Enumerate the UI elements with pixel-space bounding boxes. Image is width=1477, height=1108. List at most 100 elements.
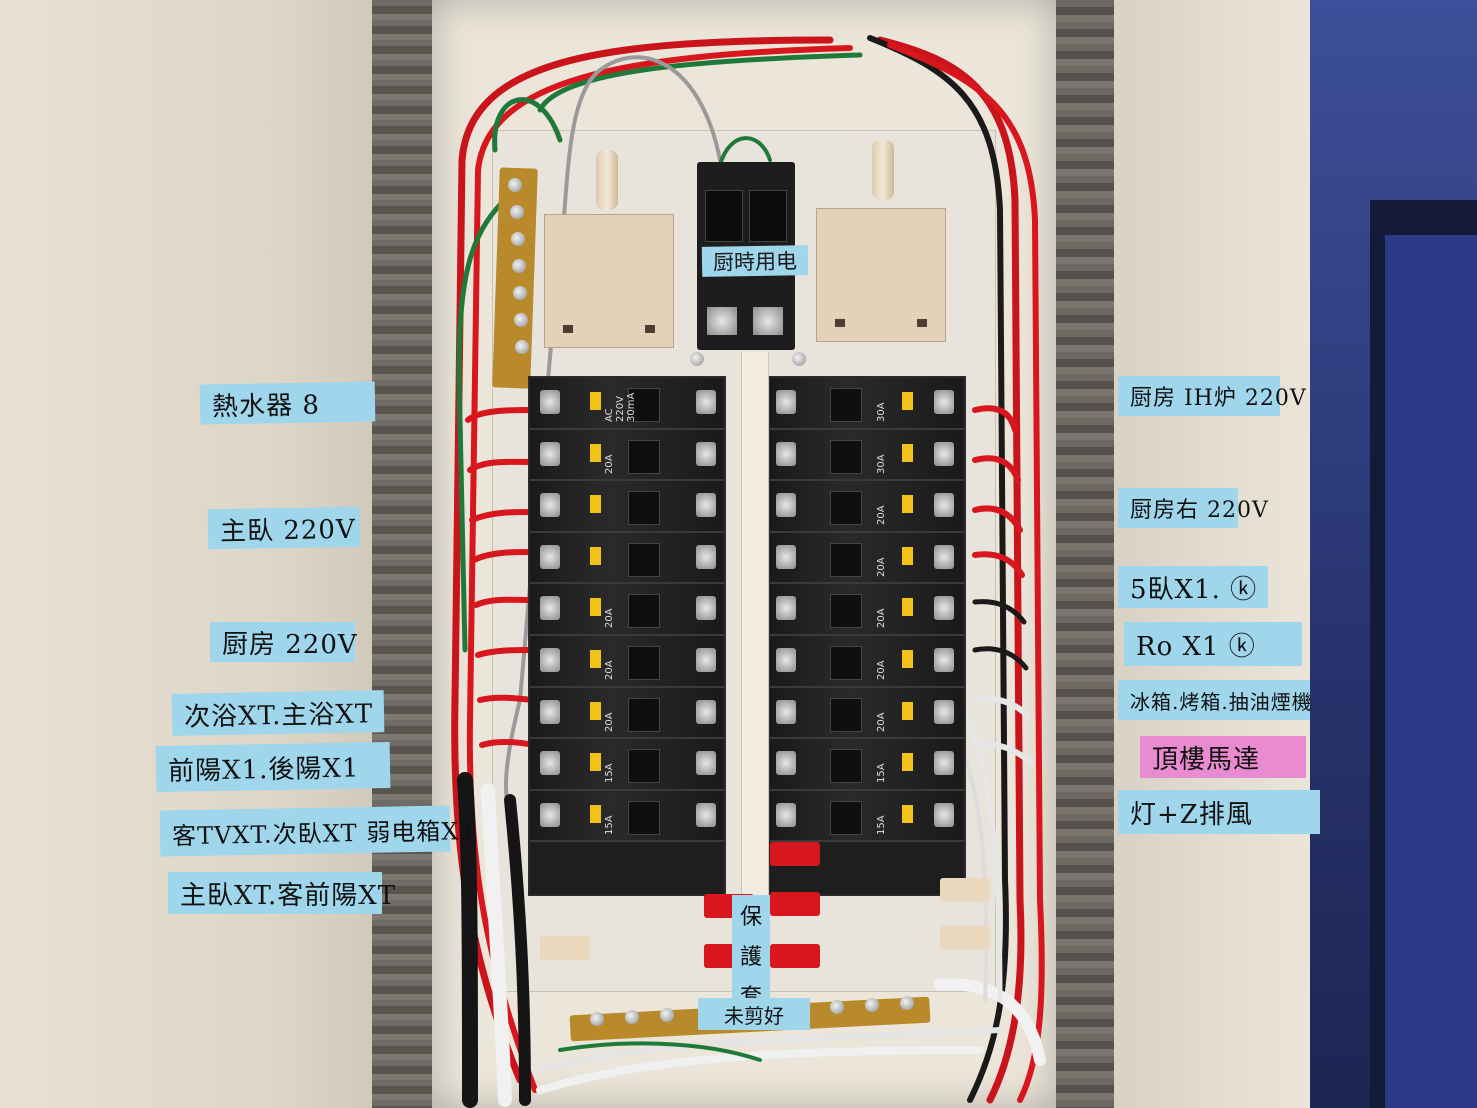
breaker-rating: AC 220V 30mA — [604, 392, 637, 422]
breaker-rating: 15A — [604, 815, 615, 835]
trip-indicator — [590, 598, 601, 617]
trip-indicator — [590, 753, 601, 772]
protective-sleeve-tape: 保 護 套 — [732, 895, 770, 1015]
circuit-breaker[interactable]: AC 220V 30mA — [530, 378, 724, 430]
breaker-rating — [604, 487, 618, 525]
busbar-screw — [513, 286, 527, 300]
terminal-post-right — [872, 140, 894, 200]
label-tape-right: Ro X1 ⓚ — [1124, 622, 1302, 666]
busbar-screw — [660, 1008, 674, 1022]
breaker-rating: 20A — [604, 660, 615, 680]
wire-terminal — [540, 751, 560, 776]
breaker-toggle[interactable] — [830, 388, 862, 422]
trip-indicator — [590, 443, 601, 462]
busbar-screw — [510, 205, 524, 219]
wire-terminal — [776, 648, 796, 672]
circuit-breaker[interactable]: 20A — [770, 481, 964, 533]
breaker-rating: 30A — [876, 402, 887, 422]
circuit-breaker[interactable]: 30A — [770, 378, 964, 430]
label-tape-left: 厨房 220V — [210, 622, 357, 662]
circuit-breaker[interactable]: 20A — [770, 687, 964, 740]
trip-indicator — [590, 495, 601, 514]
circuit-breaker[interactable] — [530, 481, 724, 533]
circuit-breaker[interactable]: 15A — [770, 739, 964, 791]
breaker-toggle[interactable] — [628, 749, 660, 784]
breaker-toggle[interactable] — [830, 697, 862, 732]
busbar-screw — [515, 340, 529, 354]
circuit-breaker[interactable]: 30A — [770, 429, 964, 482]
left-concrete-gap — [372, 0, 434, 1108]
trip-indicator — [902, 598, 913, 617]
wire-terminal — [696, 493, 716, 518]
circuit-breaker[interactable]: 20A — [770, 636, 964, 688]
label-tape-left: 前陽X1.後陽X1 — [155, 741, 391, 793]
knockout-slot — [940, 926, 990, 950]
breaker-rating: 15A — [604, 763, 615, 784]
breaker-toggle[interactable] — [628, 388, 660, 422]
label-tape-right: 5臥X1. ⓚ — [1118, 566, 1268, 608]
knockout-slot-red — [770, 944, 820, 968]
wire-terminal — [934, 802, 954, 827]
breaker-toggle[interactable] — [830, 749, 862, 784]
breaker-toggle[interactable] — [628, 594, 660, 629]
circuit-breaker[interactable]: 20A — [770, 584, 964, 636]
breaker-toggle[interactable] — [628, 697, 660, 732]
breaker-rating: 20A — [876, 557, 887, 577]
trip-indicator — [590, 546, 601, 565]
breaker-rating: 20A — [876, 608, 887, 629]
wire-terminal — [540, 699, 560, 724]
wire-terminal — [540, 390, 560, 414]
circuit-breaker[interactable]: 15A — [530, 739, 724, 791]
wire-terminal — [776, 596, 796, 621]
main-breaker-label: 厨時用电 — [701, 245, 809, 277]
label-tape-left: 熱水器 8 — [199, 381, 376, 425]
circuit-breaker[interactable]: 20A — [530, 687, 724, 740]
circuit-breaker[interactable]: 20A — [530, 584, 724, 636]
wire-terminal — [776, 544, 796, 569]
busbar-screw — [625, 1010, 639, 1024]
wire-terminal — [696, 802, 716, 827]
busbar-screw — [900, 996, 914, 1010]
breaker-toggle[interactable] — [830, 491, 862, 526]
breaker-toggle[interactable] — [628, 542, 660, 577]
door-panel — [1385, 235, 1477, 1108]
wire-terminal — [540, 596, 560, 621]
label-tape-right: 冰箱.烤箱.抽油煙機 — [1118, 680, 1312, 720]
wire-terminal — [696, 390, 716, 414]
breaker-toggle[interactable] — [628, 439, 660, 474]
breaker-toggle[interactable] — [628, 646, 660, 680]
circuit-breaker[interactable] — [530, 532, 724, 585]
breaker-toggle[interactable] — [830, 646, 862, 680]
busbar-screw — [590, 1012, 604, 1026]
wire-terminal — [776, 493, 796, 518]
label-tape-left: 次浴XT.主浴XT — [171, 690, 385, 736]
breaker-toggle[interactable] — [830, 542, 862, 577]
right-concrete-gap — [1052, 0, 1114, 1108]
trip-indicator — [902, 495, 913, 514]
breaker-toggle[interactable] — [830, 439, 862, 474]
breaker-toggle[interactable] — [628, 800, 660, 835]
busbar-screw — [512, 259, 526, 273]
wire-terminal — [696, 596, 716, 621]
knockout-slot-red — [770, 842, 820, 866]
circuit-breaker[interactable]: 20A — [530, 429, 724, 482]
wire-terminal — [540, 544, 560, 569]
circuit-breaker[interactable]: 15A — [770, 790, 964, 843]
label-tape-right: 灯+Z排風 — [1118, 790, 1320, 834]
breaker-toggle[interactable] — [830, 594, 862, 629]
breaker-toggle[interactable] — [628, 491, 660, 526]
wire-terminal — [934, 544, 954, 569]
circuit-breaker[interactable]: 20A — [530, 636, 724, 688]
wire-terminal — [540, 802, 560, 827]
breaker-toggle[interactable] — [830, 800, 862, 835]
breaker-rating: 15A — [876, 815, 887, 835]
breaker-rating: 20A — [876, 505, 887, 526]
busbar-screw — [508, 178, 522, 192]
trip-indicator — [590, 701, 601, 720]
circuit-breaker[interactable]: 15A — [530, 790, 724, 843]
breaker-rating: 15A — [876, 763, 887, 784]
circuit-breaker[interactable]: 20A — [770, 532, 964, 585]
busbar-screw — [865, 998, 879, 1012]
